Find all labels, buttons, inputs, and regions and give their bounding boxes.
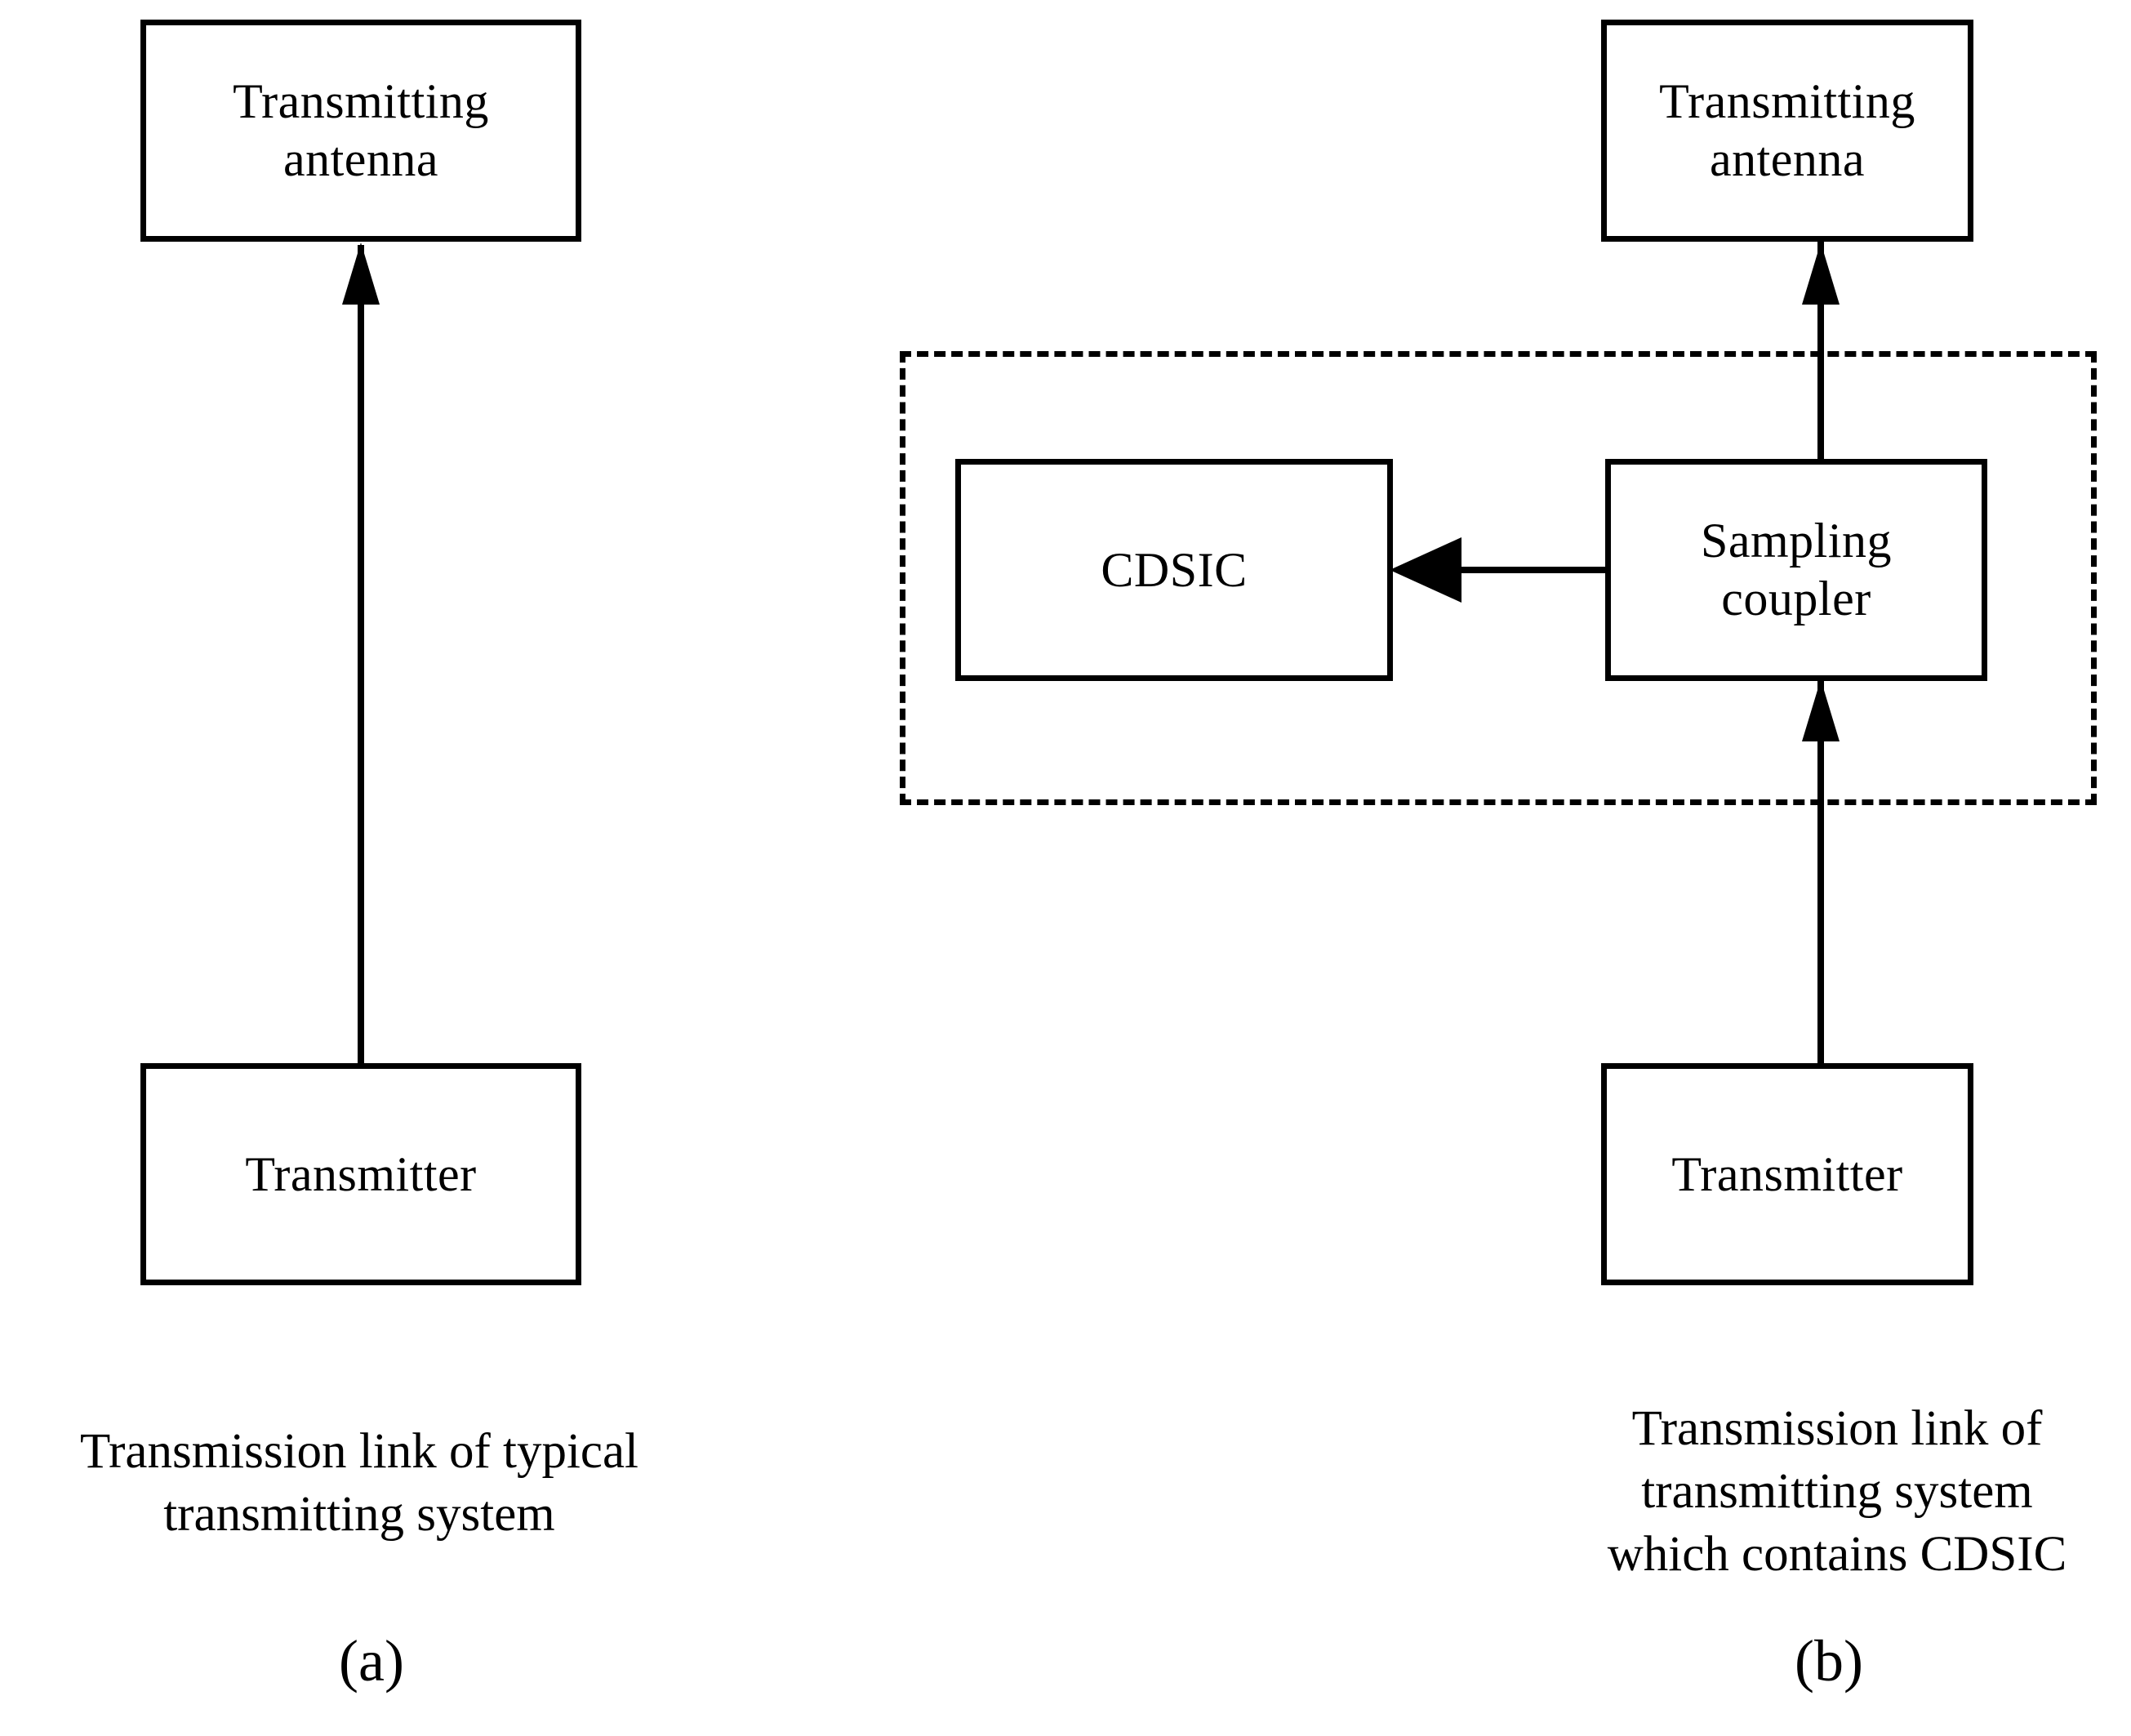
arrowhead-b-to-antenna [1802,243,1840,305]
block-b-sampling-coupler: Sampling coupler [1605,459,1987,681]
block-b-sampling-coupler-label: Sampling coupler [1700,514,1892,625]
block-a-transmitting-antenna-label: Transmitting antenna [233,74,489,186]
block-b-transmitter-label: Transmitter [1671,1146,1903,1201]
panel-label-b: (b) [1795,1628,1863,1694]
arrowhead-b-to-cdsic [1390,537,1461,603]
caption-b: Transmission link of transmitting system… [1607,1401,2067,1582]
block-a-transmitter: Transmitter [140,1063,581,1285]
caption-a: Transmission link of typical transmittin… [79,1424,639,1542]
arrowhead-a-to-antenna [342,243,380,305]
block-a-transmitting-antenna: Transmitting antenna [140,20,581,242]
block-b-transmitter: Transmitter [1601,1063,1973,1285]
block-b-transmitting-antenna-label: Transmitting antenna [1659,74,1915,186]
dashed-group-cdsic-subsystem [900,351,2097,805]
arrowhead-b-to-coupler [1802,679,1840,741]
block-b-transmitting-antenna: Transmitting antenna [1601,20,1973,242]
connector-a-transmitter-to-antenna [358,245,364,1065]
panel-label-a: (a) [339,1628,404,1694]
connector-b-transmitter-to-coupler [1817,680,1824,1066]
block-b-cdsic-label: CDSIC [1101,542,1248,597]
connector-b-coupler-to-cdsic [1437,567,1608,573]
block-b-cdsic: CDSIC [955,459,1393,681]
block-a-transmitter-label: Transmitter [245,1146,477,1201]
